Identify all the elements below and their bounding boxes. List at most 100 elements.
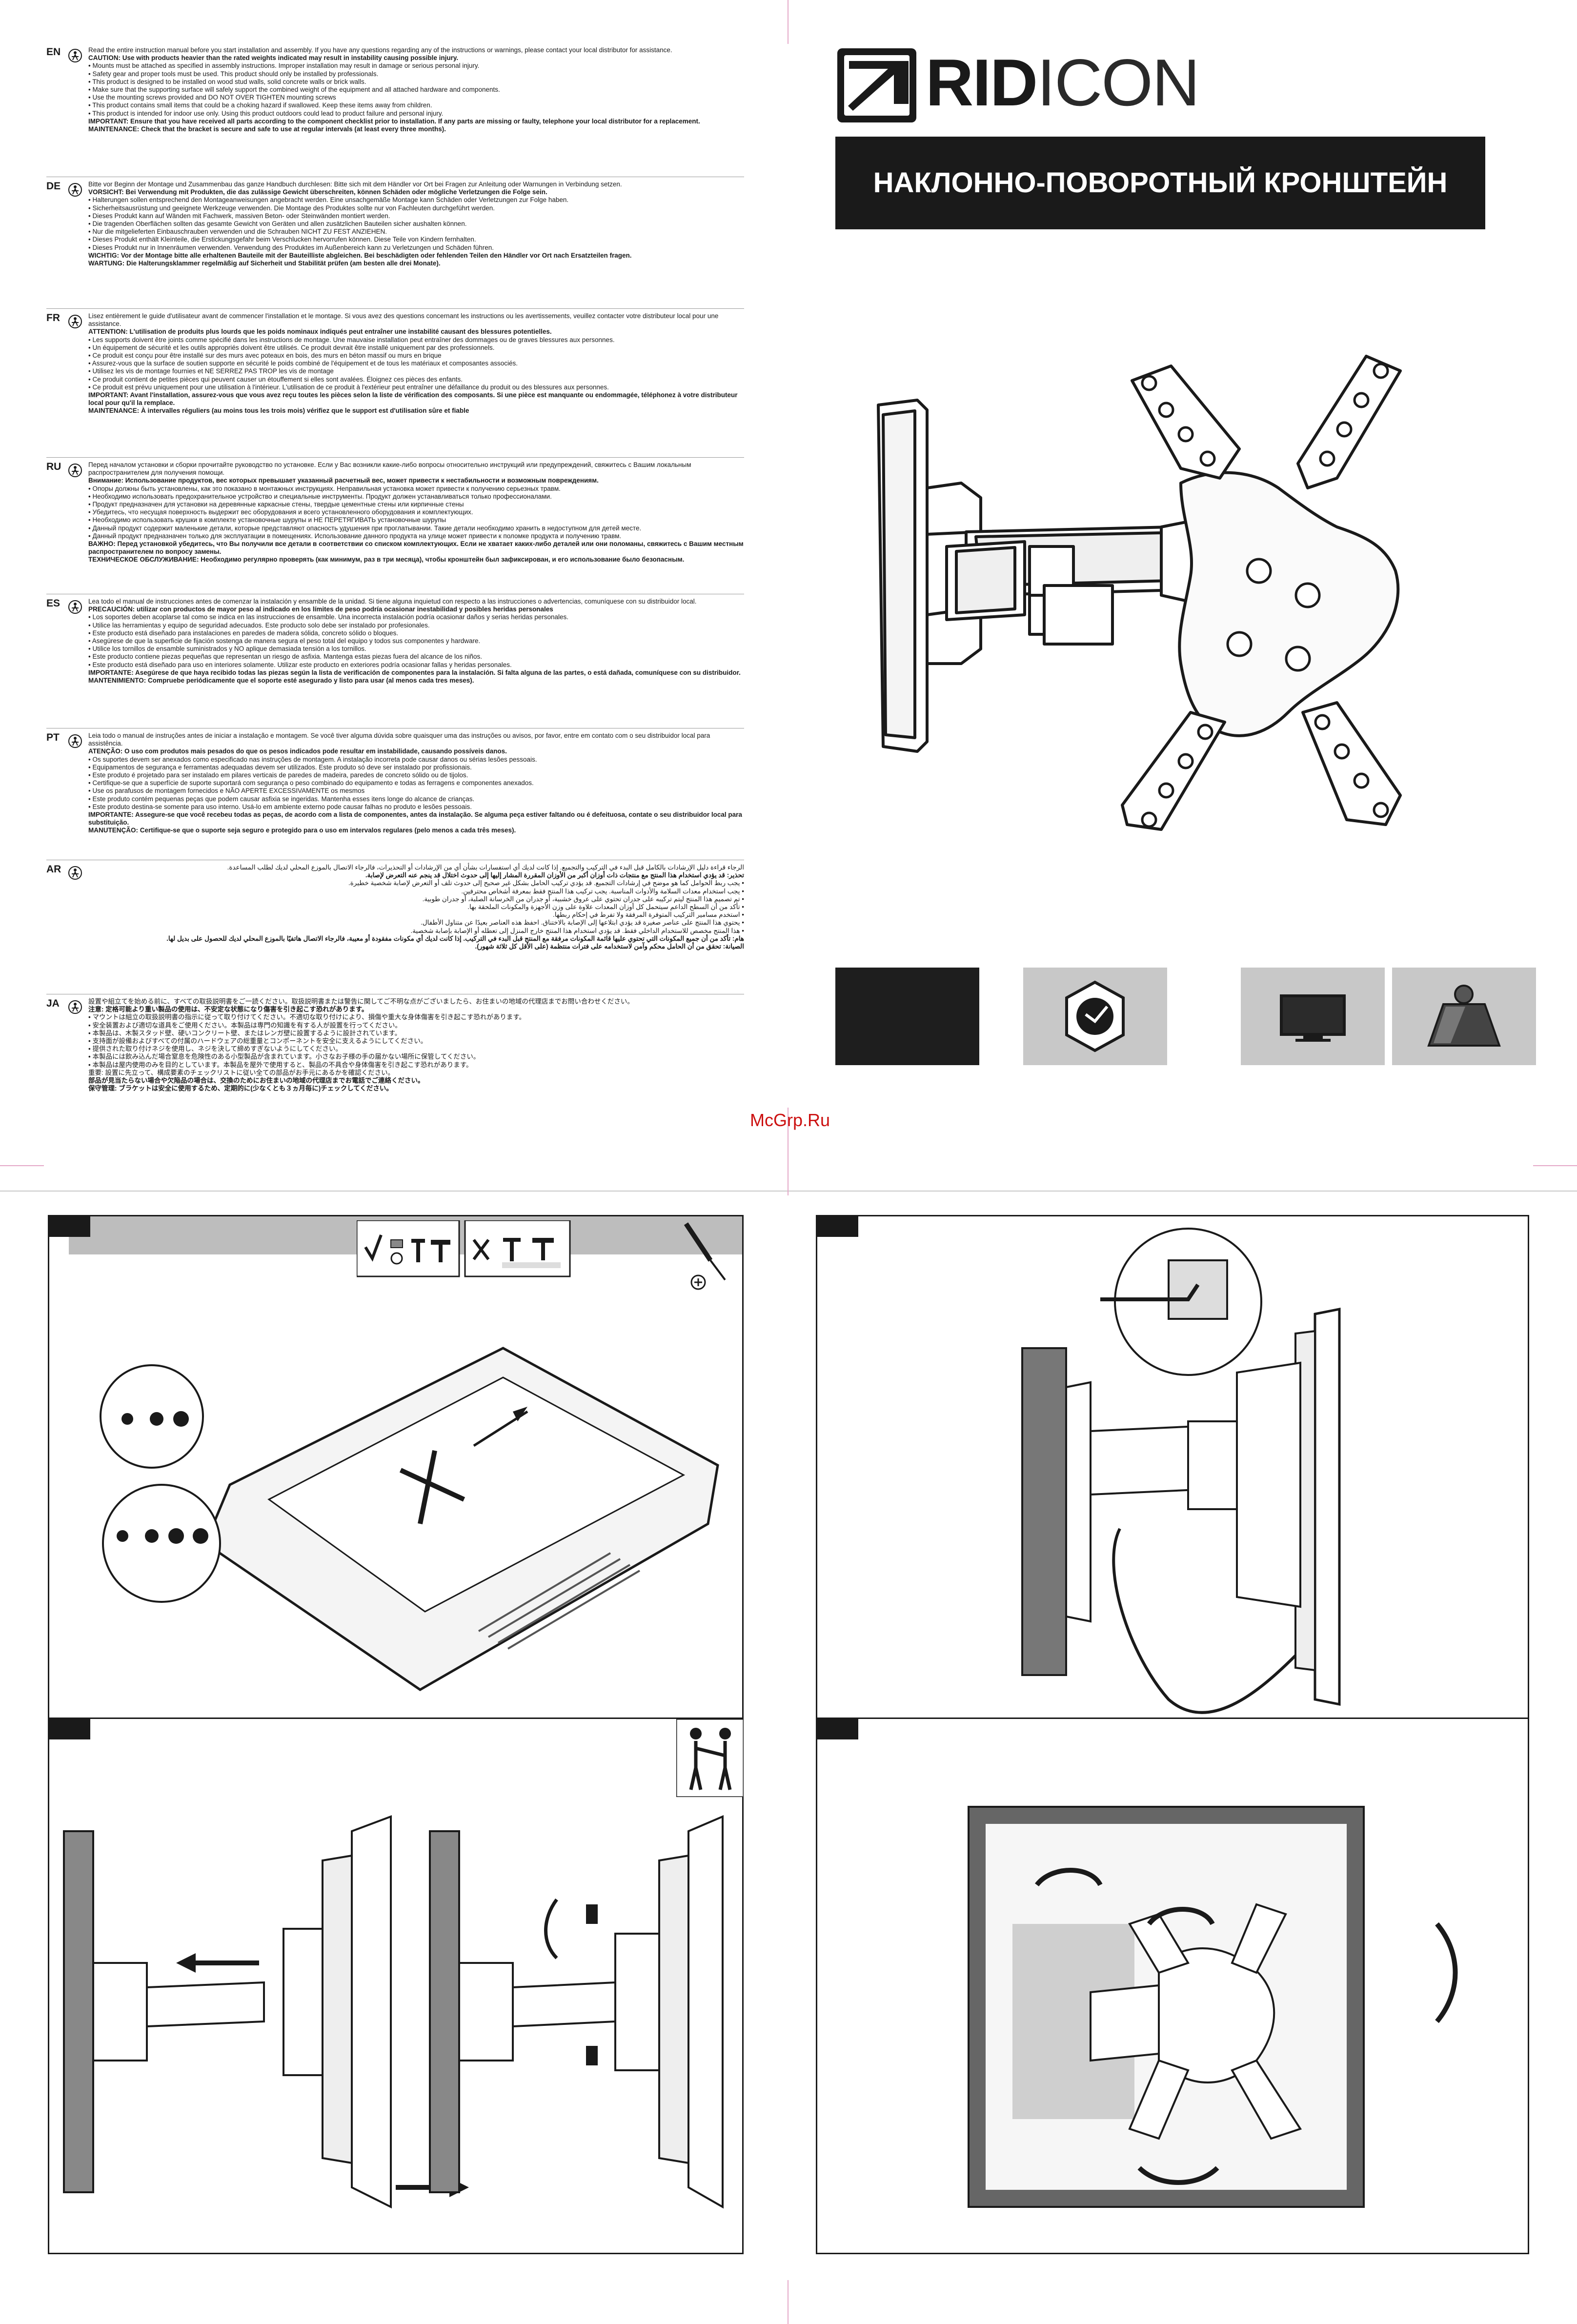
language-code: JA — [46, 998, 60, 1009]
instruction-line: • Assurez-vous que la surface de soutien… — [88, 360, 518, 367]
step-3-panel — [48, 1718, 744, 2254]
instruction-line: • يجب ربط الحوامل كما هو موضح في إرشادات… — [348, 879, 744, 887]
crop-mark — [1533, 1165, 1577, 1166]
language-text: Lea todo el manual de instrucciones ante… — [88, 598, 744, 685]
instruction-line: • Die tragenden Oberflächen sollten das … — [88, 220, 467, 228]
instruction-line: 設置や組立てを始める前に、すべての取扱説明書をご一読ください。取扱説明書または警… — [88, 998, 634, 1005]
step-1-panel — [48, 1215, 744, 1722]
brand-logo: RIDICON — [835, 45, 1200, 124]
instruction-line: Lea todo el manual de instrucciones ante… — [88, 598, 697, 605]
language-code: FR — [46, 312, 60, 323]
step-4-tab — [817, 1719, 858, 1739]
instruction-line: • Utilice las herramientas y equipo de s… — [88, 621, 430, 629]
tv-cable-illustration — [1021, 1228, 1341, 1714]
step-4-panel — [816, 1718, 1529, 2254]
section-divider — [46, 457, 744, 458]
vesa-hexagon-icon — [1065, 980, 1125, 1052]
instruction-line: • Halterungen sollen entsprechend den Mo… — [88, 196, 569, 204]
instruction-line: Read the entire instruction manual befor… — [88, 46, 672, 54]
instruction-line: PRECAUCIÓN: utilizar con productos de ma… — [88, 606, 553, 613]
instruction-line: • 支持面が設備およびすべての付属のハードウェアの総重量とコンポーネントを安全に… — [88, 1037, 427, 1045]
spec-tile-weight — [1392, 968, 1536, 1065]
instruction-line: • Os suportes devem ser anexados como es… — [88, 755, 537, 763]
instruction-line: • Dieses Produkt enthält Kleinteile, die… — [88, 236, 476, 243]
step-1-tab — [49, 1216, 90, 1237]
screwdriver-icon — [684, 1222, 726, 1290]
warning-person-icon — [68, 315, 82, 328]
instruction-line: VORSICHT: Bei Verwendung mit Produkten, … — [88, 188, 547, 196]
brand-mark-icon — [837, 48, 916, 122]
instruction-line: ATENÇÃO: O uso com produtos mais pesados… — [88, 748, 507, 755]
language-text: Leia todo o manual de instruções antes d… — [88, 732, 744, 835]
instruction-line: • マウントは組立の取扱説明書の指示に従って取り付けてください。不適切な取り付け… — [88, 1013, 526, 1021]
instruction-line: تحذير: قد يؤدي استخدام هذا المنتج مع منت… — [365, 871, 744, 879]
warning-person-icon — [68, 734, 82, 748]
instruction-line: • Убедитесь, что несущая поверхность выд… — [88, 508, 473, 516]
instruction-line: ТЕХНИЧЕСКОЕ ОБСЛУЖИВАНИЕ: Необходимо рег… — [88, 556, 685, 564]
language-section-ar: AR الرجاء قراءة دليل الإرشادات بالكامل قب… — [46, 864, 744, 992]
instruction-line: 重要: 設置に先立って、構成要素のチェックリストに従い全ての部品がお手元にあるか… — [88, 1069, 395, 1076]
language-code: AR — [46, 864, 61, 875]
instruction-line: • Ce produit est prévu uniquement pour u… — [88, 383, 609, 391]
instruction-line: • Данный продукт содержит маленькие дета… — [88, 524, 642, 532]
warning-person-icon — [68, 183, 82, 197]
instruction-line: • Продукт предназначен для установки на … — [88, 501, 464, 508]
instruction-line: • Certifique-se que a superfície de supo… — [88, 779, 534, 787]
instruction-line: MANTENIMIENTO: Compruebe periódicamente … — [88, 677, 474, 685]
instruction-line: • Este produto é projetado para ser inst… — [88, 771, 468, 779]
spec-tile-tv — [1241, 968, 1385, 1065]
spec-tile-dark — [835, 968, 979, 1065]
warning-person-icon — [68, 49, 82, 62]
instruction-line: • Equipamentos de segurança e ferramenta… — [88, 763, 472, 771]
crop-mark — [0, 1165, 44, 1166]
instruction-line: MAINTENANCE: À intervalles réguliers (au… — [88, 407, 469, 415]
instruction-line: • Mounts must be attached as specified i… — [88, 62, 480, 70]
instruction-line: • Utilisez les vis de montage fournies e… — [88, 367, 334, 375]
instruction-line: • This product is designed to be install… — [88, 78, 366, 85]
instruction-line: • This product contains small items that… — [88, 101, 432, 109]
instruction-line: • يحتوي هذا المنتج على عناصر صغيرة قد يؤ… — [420, 919, 744, 927]
instruction-line: WARTUNG: Die Halterungsklammer regelmäßi… — [88, 260, 441, 267]
language-code: EN — [46, 46, 61, 58]
instruction-line: ATTENTION: L'utilisation de produits plu… — [88, 328, 552, 336]
detail-callouts — [100, 1364, 221, 1603]
instruction-line: • تأكد من أن السطح الداعم سيتحمل كل أوزا… — [467, 903, 744, 911]
instruction-line: • Опоры должны быть установлены, как это… — [88, 485, 561, 492]
spec-tile-vesa — [1023, 968, 1167, 1065]
guide-line — [0, 1191, 788, 1192]
instruction-line: • 本製品は、木製スタッド壁、硬いコンクリート壁、またはレンガ壁に設置するように… — [88, 1029, 402, 1037]
instruction-line: الرجاء قراءة دليل الإرشادات بالكامل قبل … — [227, 864, 744, 871]
watermark: McGrp.Ru — [750, 1110, 830, 1130]
instruction-line: • Необходимо использовать предохранитель… — [88, 492, 552, 500]
instruction-line: • هذا المنتج مخصص للاستخدام الداخلي فقط.… — [410, 927, 744, 934]
warning-person-icon — [68, 600, 82, 614]
warning-person-icon — [68, 464, 82, 477]
language-section-fr: FR Lisez entièrement le guide d'utilisate… — [46, 312, 744, 455]
step-2-tab — [817, 1216, 858, 1237]
instruction-line: • Les supports doivent être joints comme… — [88, 336, 615, 344]
tv-back-attachment — [203, 1347, 719, 1691]
instruction-line: MAINTENANCE: Check that the bracket is s… — [88, 125, 446, 133]
instruction-line: • تم تصميم هذا المنتج ليتم تركيبه على جد… — [422, 895, 744, 903]
language-code: PT — [46, 732, 60, 743]
language-text: الرجاء قراءة دليل الإرشادات بالكامل قبل … — [88, 864, 744, 950]
instruction-line: • Este produto contém pequenas peças que… — [88, 795, 475, 803]
instruction-line: • Dieses Produkt nur in Innenräumen verw… — [88, 243, 494, 251]
instruction-line: • 本製品には飲み込んだ場合窒息を危険性のある小型製品が含まれています。小さなお… — [88, 1053, 480, 1061]
language-section-ja: JA 設置や組立てを始める前に、すべての取扱説明書をご一読ください。取扱説明書また… — [46, 998, 744, 1092]
instruction-line: Lisez entièrement le guide d'utilisateur… — [88, 312, 719, 328]
adjust-tilt-swivel — [968, 1806, 1458, 2208]
language-text: Read the entire instruction manual befor… — [88, 46, 744, 133]
instruction-line: • Asegúrese de que la superficie de fija… — [88, 637, 481, 645]
instruction-line: • Nur die mitgelieferten Einbauschrauben… — [88, 228, 387, 236]
language-text: Перед началом установки и сборки прочита… — [88, 461, 744, 564]
instruction-line: Перед началом установки и сборки прочита… — [88, 461, 691, 477]
title-bar: НАКЛОННО-ПОВОРОТНЫЙ КРОНШТЕЙН — [835, 137, 1485, 229]
instruction-line: • Este producto contiene piezas pequeñas… — [88, 653, 483, 661]
instruction-line: • Необходимо использовать крушки в компл… — [88, 516, 446, 524]
instruction-line: CAUTION: Use with products heavier than … — [88, 54, 459, 62]
instruction-line: • Use the mounting screws provided and D… — [88, 94, 336, 101]
